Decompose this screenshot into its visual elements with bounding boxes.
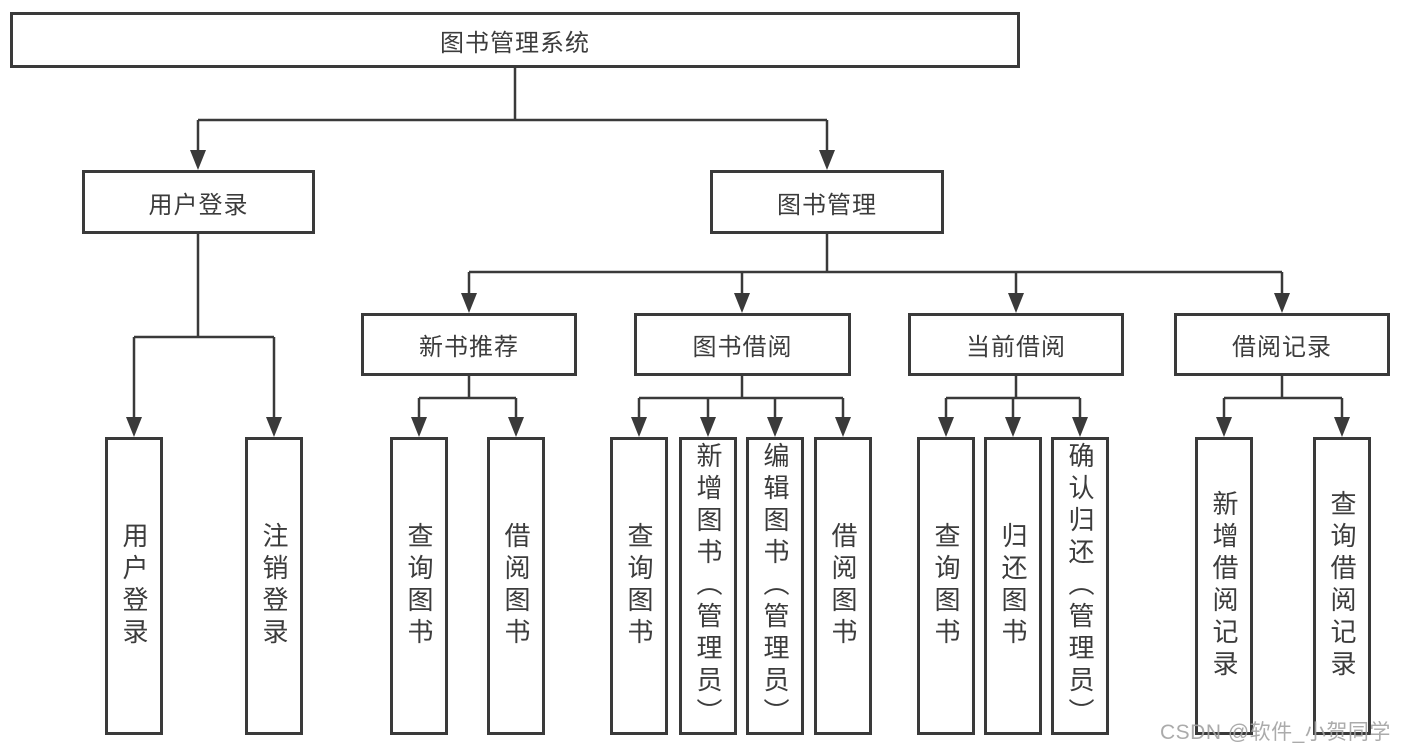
node-user-login: 用户登录 <box>82 170 315 234</box>
node-newbook-borrow-books: 借阅图书 <box>487 437 545 735</box>
connector-book-management-children <box>467 234 1284 299</box>
node-record-query-borrow-record: 查询借阅记录 <box>1313 437 1371 735</box>
node-borrow-records: 借阅记录 <box>1174 313 1390 376</box>
node-current-borrow: 当前借阅 <box>908 313 1124 376</box>
node-leaf-user-login: 用户登录 <box>105 437 163 735</box>
node-book-borrow: 图书借阅 <box>634 313 851 376</box>
node-library-system: 图书管理系统 <box>10 12 1020 68</box>
node-current-confirm-return-admin: 确认归还（管理员） <box>1051 437 1109 735</box>
node-current-query-books: 查询图书 <box>917 437 975 735</box>
node-record-add-borrow-record: 新增借阅记录 <box>1195 437 1253 735</box>
node-borrow-query-books: 查询图书 <box>610 437 668 735</box>
connector-user-login-children <box>132 234 276 423</box>
csdn-watermark: CSDN @软件_小贺同学 <box>1160 721 1391 744</box>
node-new-book-recommend: 新书推荐 <box>361 313 577 376</box>
node-borrow-add-books-admin: 新增图书（管理员） <box>679 437 737 735</box>
connector-new-book-children <box>417 376 518 423</box>
connector-borrow-records-children <box>1222 376 1344 423</box>
node-borrow-edit-books-admin: 编辑图书（管理员） <box>746 437 804 735</box>
arrowheads <box>126 150 1350 437</box>
node-newbook-query-books: 查询图书 <box>390 437 448 735</box>
connector-book-borrow-children <box>637 376 845 423</box>
node-leaf-logout: 注销登录 <box>245 437 303 735</box>
node-current-return-books: 归还图书 <box>984 437 1042 735</box>
node-book-management: 图书管理 <box>710 170 944 234</box>
connector-current-borrow-children <box>944 376 1082 423</box>
node-borrow-borrow-books: 借阅图书 <box>814 437 872 735</box>
connector-root-to-level2 <box>196 68 829 156</box>
